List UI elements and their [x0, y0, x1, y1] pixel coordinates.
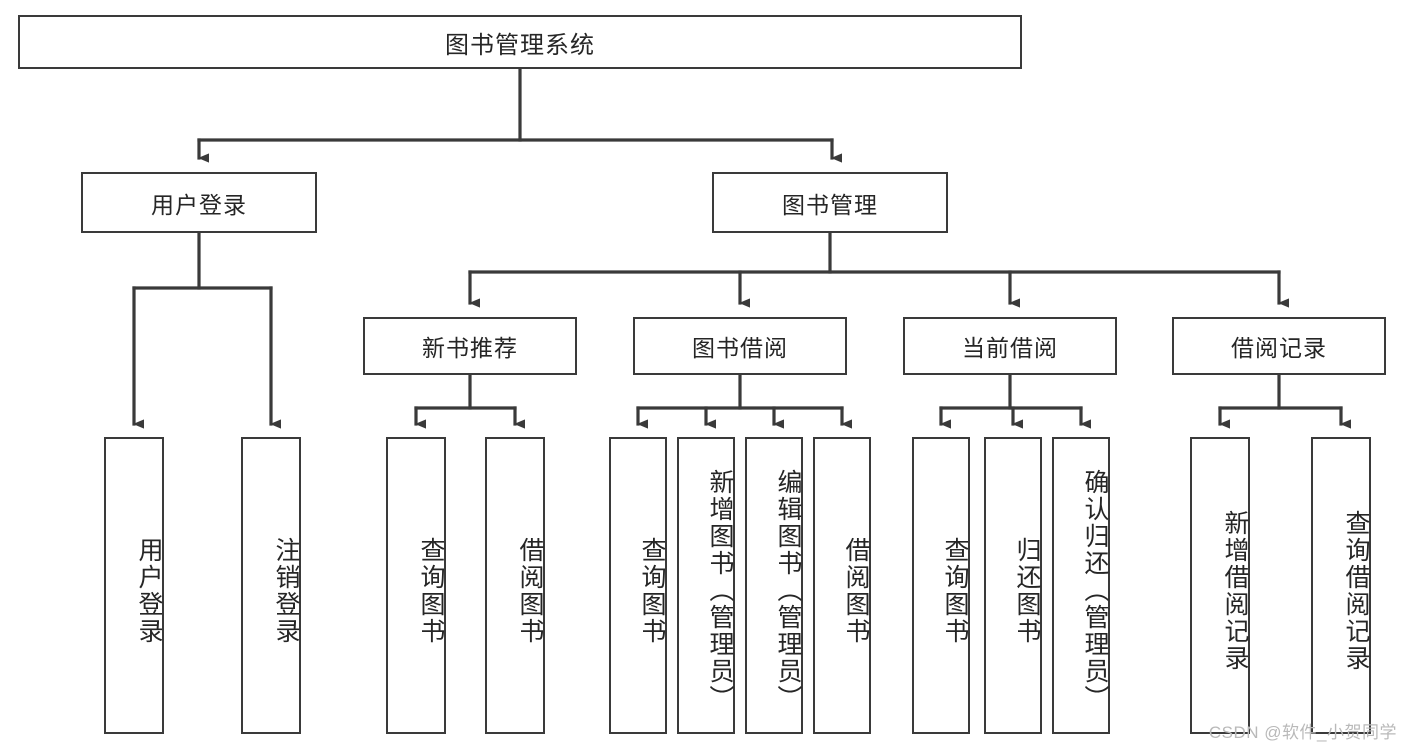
- node-new-book-recommend[interactable]: 新书推荐: [363, 317, 577, 375]
- node-label: 查询图书: [941, 536, 969, 645]
- node-current-borrow[interactable]: 当前借阅: [903, 317, 1117, 375]
- node-leaf-borrow-book-2[interactable]: 借阅图书: [813, 437, 871, 734]
- node-label: 图书管理系统: [445, 31, 595, 59]
- node-label: 注销登录: [272, 536, 300, 645]
- node-leaf-query-book-1[interactable]: 查询图书: [386, 437, 446, 734]
- node-label: 图书借阅: [692, 335, 788, 361]
- node-label: 新书推荐: [422, 335, 518, 361]
- node-label: 用户登录: [151, 191, 247, 218]
- node-book-borrow[interactable]: 图书借阅: [633, 317, 847, 375]
- node-leaf-query-book-2[interactable]: 查询图书: [609, 437, 667, 734]
- node-label: 查询图书: [417, 536, 445, 645]
- node-leaf-query-book-3[interactable]: 查询图书: [912, 437, 970, 734]
- node-label: 查询借阅记录: [1342, 509, 1370, 672]
- node-label: 编辑图书（管理员）: [774, 469, 802, 712]
- node-label: 确认归还（管理员）: [1081, 469, 1109, 712]
- node-label: 新增借阅记录: [1221, 509, 1249, 672]
- node-label: 新增图书（管理员）: [706, 469, 734, 712]
- node-leaf-borrow-book-1[interactable]: 借阅图书: [485, 437, 545, 734]
- node-label: 查询图书: [638, 536, 666, 645]
- node-leaf-add-book-admin[interactable]: 新增图书（管理员）: [677, 437, 735, 734]
- node-label: 借阅图书: [842, 536, 870, 645]
- node-leaf-edit-book-admin[interactable]: 编辑图书（管理员）: [745, 437, 803, 734]
- node-user-login[interactable]: 用户登录: [81, 172, 317, 233]
- node-label: 借阅记录: [1231, 335, 1327, 361]
- node-label: 用户登录: [135, 536, 163, 645]
- node-root-book-management-system[interactable]: 图书管理系统: [18, 15, 1022, 69]
- node-label: 借阅图书: [516, 536, 544, 645]
- csdn-watermark: CSDN @软件_小贺同学: [1208, 723, 1397, 742]
- node-borrow-record[interactable]: 借阅记录: [1172, 317, 1386, 375]
- node-leaf-add-borrow-record[interactable]: 新增借阅记录: [1190, 437, 1250, 734]
- node-book-management[interactable]: 图书管理: [712, 172, 948, 233]
- node-label: 当前借阅: [962, 335, 1058, 361]
- node-leaf-return-book[interactable]: 归还图书: [984, 437, 1042, 734]
- node-label: 图书管理: [782, 191, 878, 218]
- node-leaf-query-borrow-record[interactable]: 查询借阅记录: [1311, 437, 1371, 734]
- node-label: 归还图书: [1013, 536, 1041, 645]
- node-leaf-user-login[interactable]: 用户登录: [104, 437, 164, 734]
- node-leaf-confirm-return-admin[interactable]: 确认归还（管理员）: [1052, 437, 1110, 734]
- node-leaf-logout-login[interactable]: 注销登录: [241, 437, 301, 734]
